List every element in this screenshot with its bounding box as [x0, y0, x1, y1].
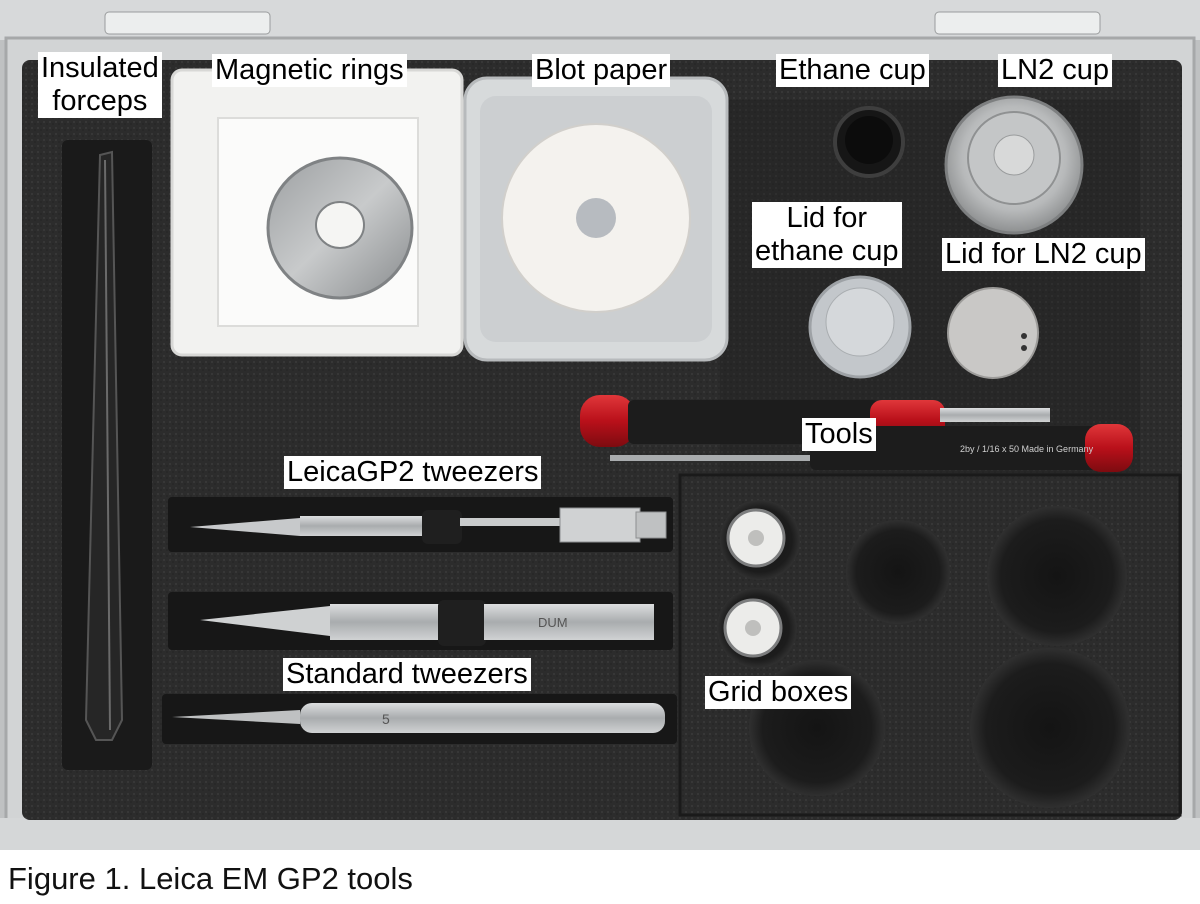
cavity-2	[987, 506, 1127, 646]
label-ln2-cup: LN2 cup	[998, 54, 1113, 87]
tool-case-photo: 2by / 1/16 x 50 Made in Germany DUM 5	[0, 0, 1200, 850]
hinge-left	[104, 11, 271, 35]
screwdriver-lower: 2by / 1/16 x 50 Made in Germany	[610, 424, 1133, 472]
label-ethane-cup: Ethane cup	[776, 54, 929, 87]
lid-ethane-cup-top	[825, 287, 895, 357]
label-standard-tweezers: Standard tweezers	[283, 658, 531, 691]
ln2-cup-center	[993, 134, 1035, 176]
case-bottom-rail	[0, 818, 1200, 850]
standard-tweezers: DUM	[200, 600, 654, 646]
label-blot-paper: Blot paper	[532, 54, 671, 87]
figure-caption: Figure 1. Leica EM GP2 tools	[8, 861, 413, 896]
forceps-highlight	[104, 159, 111, 731]
magnetic-ring-hole	[315, 201, 365, 249]
grid-box-lower-center	[745, 620, 761, 636]
screwdriver-imprint: 2by / 1/16 x 50 Made in Germany	[960, 444, 1094, 454]
hinge-right	[934, 11, 1101, 35]
label-magnetic-rings: Magnetic rings	[212, 54, 407, 87]
lid-ln2-hole-1	[1021, 333, 1027, 339]
label-insulated-forceps: Insulated forceps	[38, 52, 162, 118]
grid-box-upper-center	[748, 530, 764, 546]
label-lid-ln2-cup: Lid for LN2 cup	[942, 238, 1145, 271]
cavity-4	[970, 648, 1130, 808]
label-leica-tweezers: LeicaGP2 tweezers	[284, 456, 542, 489]
label-tools: Tools	[802, 418, 876, 451]
label-lid-ethane-line2: ethane cup	[755, 235, 899, 267]
label-lid-ethane-cup: Lid for ethane cup	[752, 202, 902, 268]
label-insulated-forceps-line2: forceps	[52, 85, 148, 117]
cavity-1	[846, 520, 950, 624]
fine-tweezer-number: 5	[382, 711, 390, 727]
leica-gp2-tweezers	[190, 507, 667, 544]
label-insulated-forceps-line1: Insulated	[41, 52, 159, 84]
dumont-imprint: DUM	[538, 615, 568, 630]
fine-tweezers: 5	[172, 703, 665, 733]
lid-ln2-cup	[947, 287, 1039, 379]
lid-ln2-hole-2	[1021, 345, 1027, 351]
label-lid-ethane-line1: Lid for	[786, 202, 868, 234]
label-grid-boxes: Grid boxes	[705, 676, 852, 709]
insulated-forceps	[84, 150, 124, 741]
blot-paper-hole	[576, 198, 616, 238]
ethane-cup-inner	[845, 116, 893, 164]
